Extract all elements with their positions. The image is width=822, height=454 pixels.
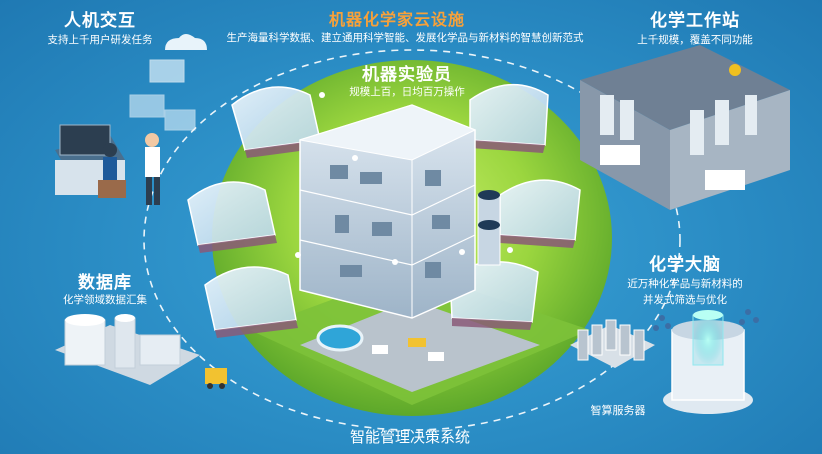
hci-title: 人机交互	[64, 11, 136, 31]
database-desc: 化学领域数据汇集	[63, 294, 147, 306]
diagram-subtitle: 生产海量科学数据、建立通用科学智能、发展化学品与新材料的智慧创新范式	[226, 32, 584, 44]
lab-capsules-left	[187, 86, 321, 331]
brain-scene	[653, 309, 759, 414]
center-desc: 规模上百，日均百万操作	[349, 86, 465, 98]
lab-capsules-right	[449, 84, 581, 323]
workstation-desc: 上千规模，覆盖不同功能	[637, 34, 753, 46]
center-title: 机器实验员	[362, 65, 452, 85]
decision-title: 智能管理决策系统	[349, 428, 470, 446]
database-scene	[55, 314, 227, 389]
diagram-title: 机器化学家云设施	[328, 10, 465, 29]
server-racks	[570, 319, 655, 368]
hci-desc: 支持上千用户研发任务	[47, 34, 153, 46]
brain-desc-line1: 近万种化学品与新材料的	[627, 278, 743, 290]
database-title: 数据库	[78, 273, 132, 293]
brain-desc-line2: 并发式筛选与优化	[643, 294, 727, 306]
pond	[316, 324, 364, 352]
brain-title: 化学大脑	[649, 255, 721, 275]
ground-vehicles	[372, 338, 444, 361]
hci-scene	[55, 34, 207, 205]
workstation-title: 化学工作站	[650, 11, 740, 31]
central-tower	[299, 104, 501, 319]
drones	[295, 92, 513, 265]
servers-title: 智算服务器	[590, 404, 646, 417]
orbit-ring	[143, 49, 681, 431]
workstation-scene	[580, 45, 790, 210]
